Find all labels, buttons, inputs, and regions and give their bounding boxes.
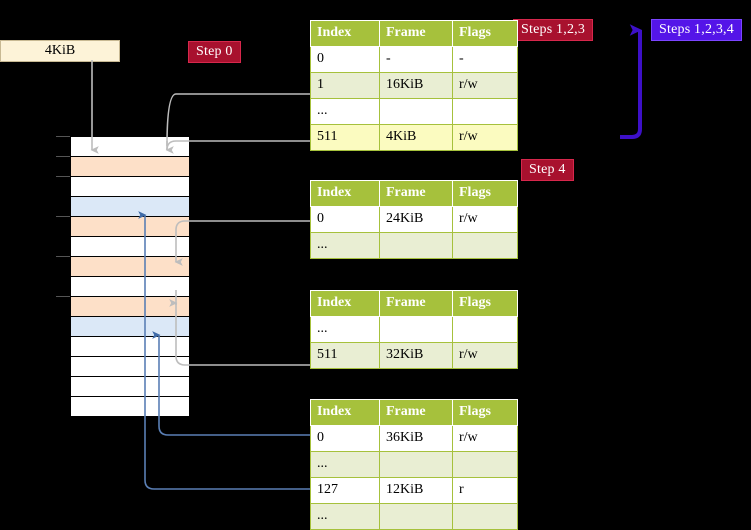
badge-steps-123-label: Steps 1,2,3 [521,22,586,37]
connector-pdp-to-memory [174,220,310,266]
memory-frame-row [70,276,190,297]
badge-step-0: Step 0 [188,41,241,63]
table-cell: 0 [310,206,380,233]
memory-frame-row [70,336,190,357]
memory-frame-row [70,236,190,257]
table-cell: 24KiB [379,206,453,233]
memory-tick [56,296,70,297]
memory-tick [56,136,70,137]
column-header-frame: Frame [379,399,453,426]
table-cell: 36KiB [379,425,453,452]
column-header-flags: Flags [452,20,518,47]
column-header-frame: Frame [379,180,453,207]
memory-frame-row [70,156,190,177]
table-cell: 16KiB [379,72,453,99]
table-cell [452,232,518,259]
table-cell: r/w [452,206,518,233]
memory-frame-row [70,396,190,417]
table-cell: r/w [452,425,518,452]
table-cell: ... [310,503,380,530]
badge-step-4: Step 4 [521,159,574,181]
memory-frame-row [70,316,190,337]
memory-tick [56,256,70,257]
table-cell: - [452,46,518,73]
badge-steps-1-2-3-4: Steps 1,2,3,4 [651,19,742,41]
table-row: 0-- [310,46,518,73]
column-header-frame: Frame [379,20,453,47]
connector-recursive-arrow [620,24,642,139]
column-header-index: Index [310,290,380,317]
table-cell: 127 [310,477,380,504]
badge-step-0-label: Step 0 [196,44,233,59]
table-cell [379,451,453,478]
memory-frame-row [70,176,190,197]
table-cell: ... [310,451,380,478]
memory-frame-row [70,196,190,217]
table-cell: r [452,477,518,504]
table-cell: 4KiB [379,124,453,151]
column-header-index: Index [310,20,380,47]
table-row: ... [310,316,518,343]
column-header-index: Index [310,399,380,426]
table-cell [379,503,453,530]
memory-frame-row [70,376,190,397]
table-cell: r/w [452,124,518,151]
table-cell: 0 [310,425,380,452]
table-cell [379,232,453,259]
table-cell: ... [310,316,380,343]
table-cell [379,98,453,125]
table-cell [452,98,518,125]
table-cell: - [379,46,453,73]
table-row: ... [310,232,518,259]
table-row: ... [310,451,518,478]
table-cell: 511 [310,124,380,151]
table-cell: 32KiB [379,342,453,369]
table-cell [452,451,518,478]
table-cell: r/w [452,342,518,369]
memory-tick [56,156,70,157]
table-cell: ... [310,98,380,125]
table-cell [452,316,518,343]
table-cell: 0 [310,46,380,73]
column-header-flags: Flags [452,180,518,207]
frame-box-4kib: 4KiB [0,40,120,62]
frame-box-label: 4KiB [44,43,76,58]
badge-steps-1234-label: Steps 1,2,3,4 [659,22,734,37]
table-cell: 511 [310,342,380,369]
connector-pd-to-memory [169,299,310,366]
memory-tick [56,216,70,217]
memory-frame-row [70,216,190,237]
column-header-index: Index [310,180,380,207]
table-row: ... [310,98,518,125]
table-cell: r/w [452,72,518,99]
badge-steps-1-2-3: Steps 1,2,3 [513,19,594,41]
memory-frame-row [70,136,190,157]
table-cell [452,503,518,530]
table-cell: ... [310,232,380,259]
table-row: ... [310,503,518,530]
table-cell: 1 [310,72,380,99]
column-header-flags: Flags [452,399,518,426]
memory-frame-row [70,296,190,317]
memory-frame-row [70,356,190,377]
table-cell: 12KiB [379,477,453,504]
table-cell [379,316,453,343]
memory-tick [56,176,70,177]
physical-memory-column [70,136,190,417]
badge-step-4-label: Step 4 [529,162,566,177]
memory-frame-row [70,256,190,277]
column-header-flags: Flags [452,290,518,317]
column-header-frame: Frame [379,290,453,317]
